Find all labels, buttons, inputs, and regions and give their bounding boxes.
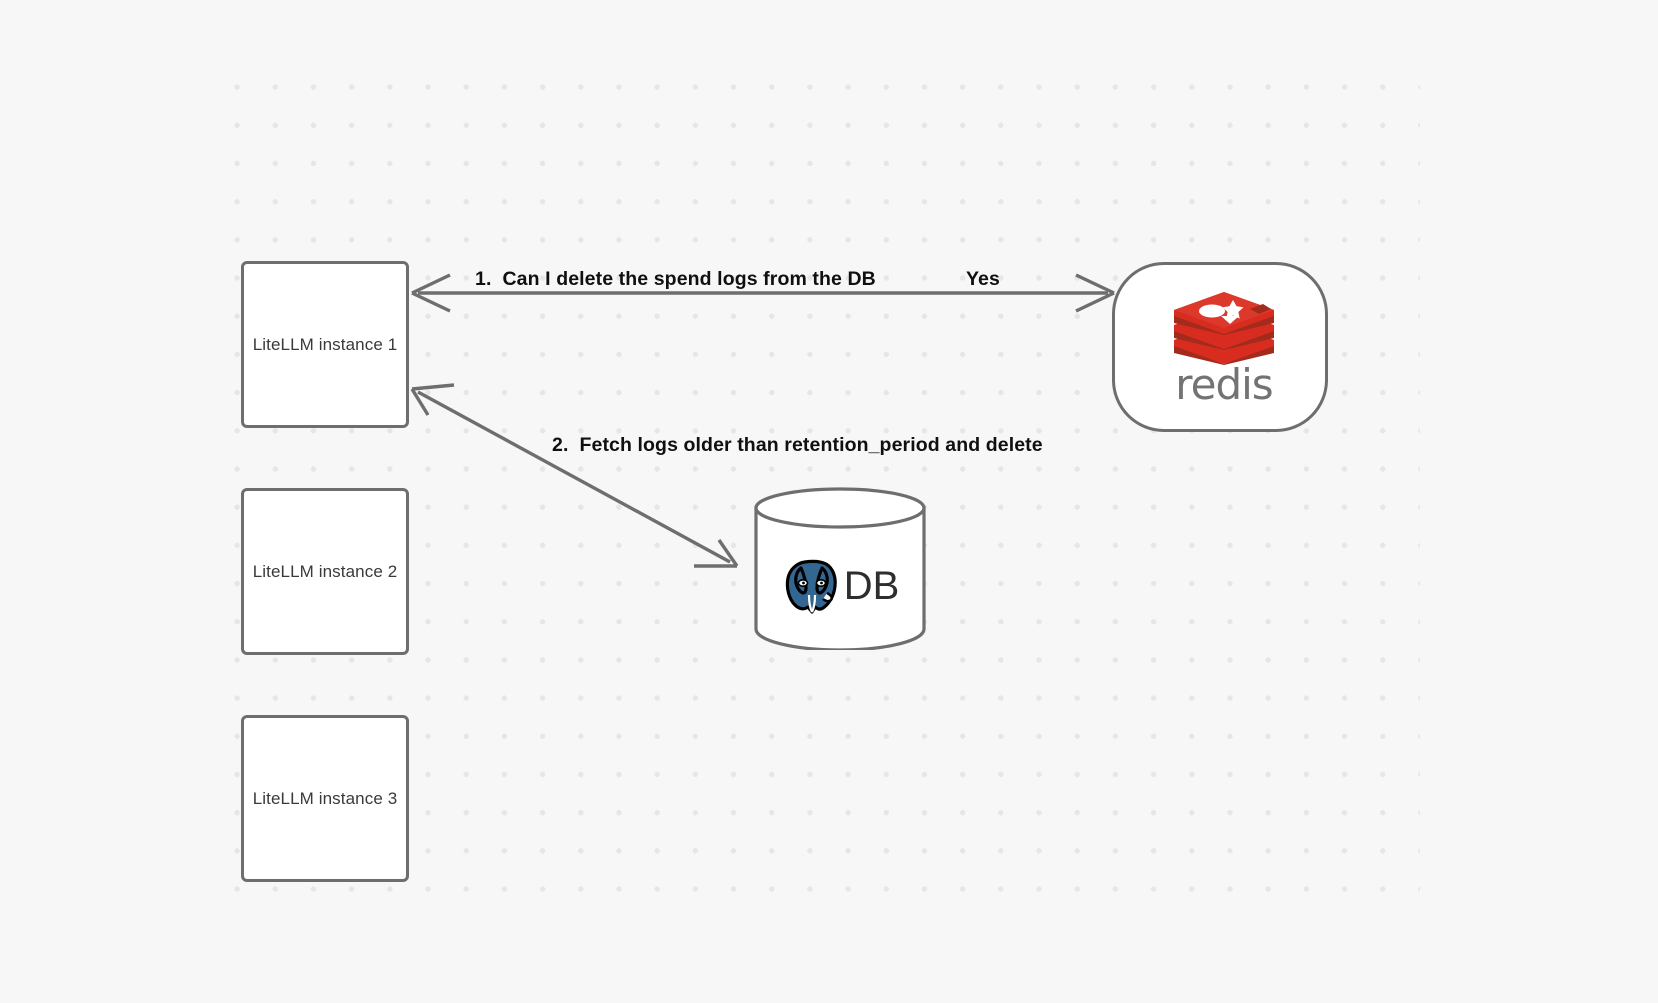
db-logo-and-label: DB: [753, 487, 927, 650]
db-cylinder-shape: [754, 487, 926, 650]
redis-wordmark-label: redis: [1175, 360, 1273, 409]
postgresql-elephant-icon: [781, 555, 843, 617]
edge-1-label: 1. Can I delete the spend logs from the …: [475, 268, 876, 290]
node-litellm-instance-2[interactable]: LiteLLM instance 2: [241, 488, 409, 655]
node-litellm-instance-3-label: LiteLLM instance 3: [252, 788, 398, 808]
redis-logo-icon: [1171, 288, 1277, 366]
edge-1-reply-label: Yes: [966, 268, 1000, 290]
edge-2-label: 2. Fetch logs older than retention_perio…: [552, 434, 1043, 456]
node-litellm-instance-2-label: LiteLLM instance 2: [252, 561, 398, 581]
node-litellm-instance-1-label: LiteLLM instance 1: [252, 334, 398, 354]
node-db[interactable]: DB: [753, 487, 927, 650]
node-redis[interactable]: redis: [1112, 262, 1328, 432]
node-litellm-instance-3[interactable]: LiteLLM instance 3: [241, 715, 409, 882]
edge-2-connector: [410, 383, 739, 568]
db-label: DB: [843, 563, 900, 608]
node-litellm-instance-1[interactable]: LiteLLM instance 1: [241, 261, 409, 428]
